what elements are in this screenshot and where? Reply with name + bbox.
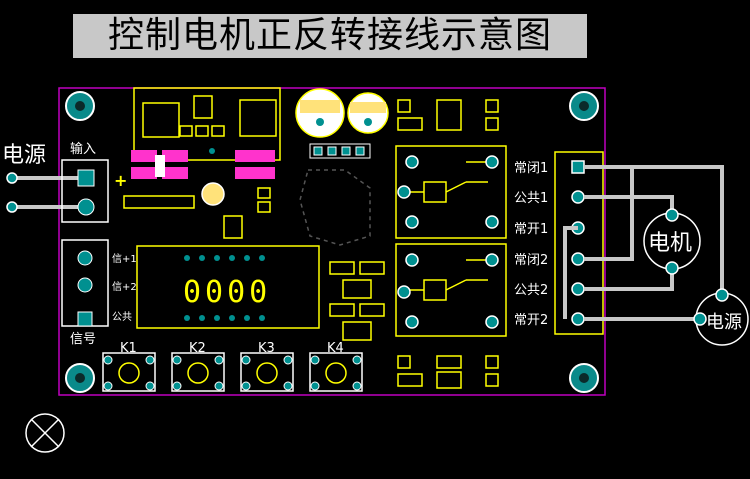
display-digits: 0000 [183,275,271,310]
smd-pads [131,150,275,179]
signal-pin-2-label: 信+2 [112,281,137,293]
relay-2-outline [395,243,507,337]
external-wiring [563,165,724,321]
button-k1-label: K1 [120,341,137,356]
input-pad [77,169,95,187]
diagram-title: 控制电机正反转接线示意图 [73,14,587,58]
left-power-label: 电源 [2,143,46,168]
button-k2-label: K2 [189,341,206,356]
motor-label: 电机 [648,231,692,256]
origin-marker-icon [25,413,65,453]
signal-pin-1-label: 信+1 [112,253,137,265]
output-terminal-strip [554,151,604,335]
relay-pads [397,155,499,329]
header-pins [313,146,365,156]
motor-pad-top [665,208,679,222]
signal-pad [77,311,93,327]
signal-pad [77,277,93,293]
relay-pin-nc2-label: 常闭2 [514,253,548,268]
plus-sign-label: + [114,171,127,190]
button-k4-outline [309,352,363,392]
input-pad [77,198,95,216]
button-k3-label: K3 [258,341,275,356]
input-terminal-block [61,159,109,223]
external-power-pad-left [693,312,707,326]
relay-pin-no2-label: 常开2 [514,313,548,328]
external-power-pad-top [715,288,729,302]
motor-pad-bottom [665,261,679,275]
small-components-top [397,99,499,131]
relay-1-outline [395,145,507,239]
button-k1-outline [102,352,156,392]
relay-pin-com2-label: 公共2 [514,283,548,298]
signal-label: 信号 [70,332,96,347]
power-terminal-pad [6,172,18,184]
small-components-middle [329,261,385,341]
power-terminal-pad [6,201,18,213]
right-power-label: 电源 [706,312,742,333]
display-pins [184,255,265,321]
button-k2-outline [171,352,225,392]
output-terminal-pads [571,160,585,326]
input-label: 输入 [70,141,96,157]
input-power-wires [12,176,86,209]
relay-pin-no1-label: 常开1 [514,222,548,237]
regulator-outline [133,87,281,161]
pcb-board-outline [58,87,606,396]
mcu-chip-outline [299,169,371,246]
signal-pad [77,250,93,266]
relay-pin-com1-label: 公共1 [514,191,548,206]
buttons-group [102,352,363,392]
led-display-outline [136,245,320,329]
signal-pin-3-label: 公共 [112,311,132,323]
button-k3-outline [240,352,294,392]
relay-pin-nc1-label: 常闭1 [514,161,548,176]
button-k4-label: K4 [327,341,344,356]
small-components-bottom [397,355,499,389]
